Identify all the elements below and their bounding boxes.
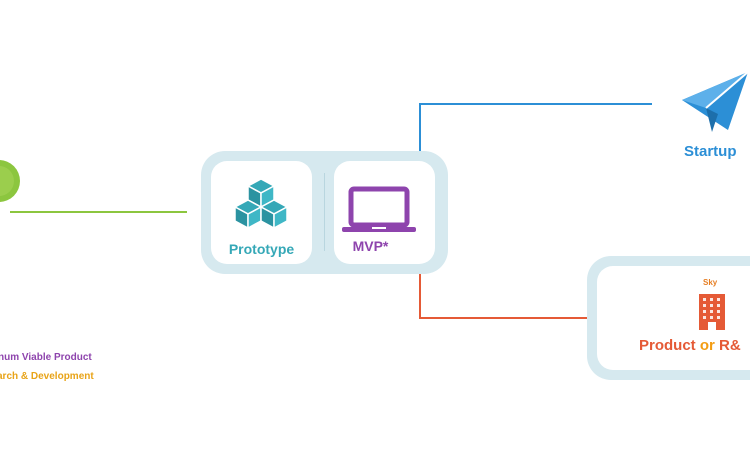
- startup-connector: [419, 103, 652, 151]
- building-sign-label: Sky: [703, 278, 718, 287]
- paper-plane-icon: [682, 71, 749, 132]
- startup-label: Startup: [684, 143, 737, 160]
- origin-node: [0, 160, 20, 202]
- prototype-label: Prototype: [228, 241, 295, 257]
- prototype-mvp-group: Prototype MVP*: [201, 151, 448, 274]
- laptop-icon: [342, 186, 416, 232]
- prototype-card: Prototype: [211, 161, 312, 264]
- mvp-label: MVP*: [352, 238, 389, 254]
- or-word: or: [699, 337, 715, 354]
- product-word: Product: [639, 337, 696, 354]
- product-rd-card: [597, 266, 750, 370]
- rd-word: R&: [719, 337, 741, 354]
- building-icon: [699, 294, 725, 330]
- mvp-card: MVP*: [334, 161, 435, 264]
- group-divider: [324, 173, 325, 251]
- legend-rd-text: arch & Development: [0, 371, 94, 382]
- product-connector: [419, 274, 590, 319]
- cubes-icon: [233, 178, 289, 230]
- product-label: Product or R&: [639, 337, 741, 354]
- legend-mvp-text: num Viable Product: [0, 352, 92, 363]
